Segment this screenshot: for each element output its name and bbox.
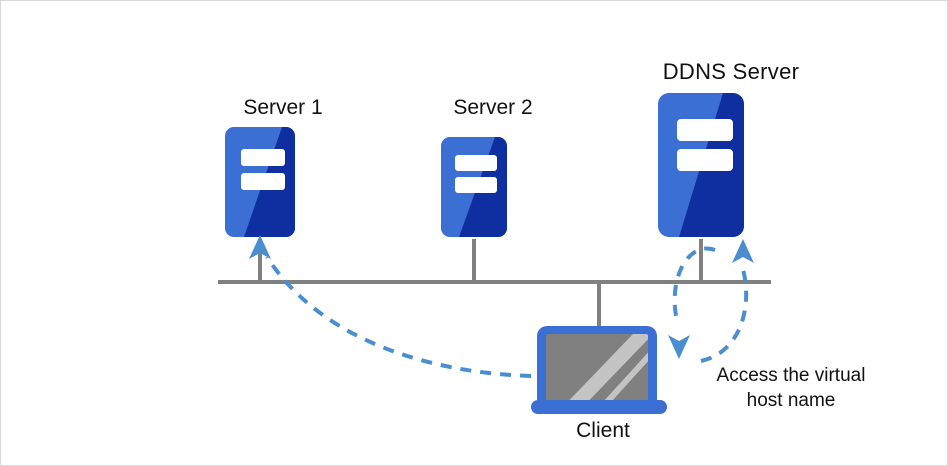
server-2-label: Server 2 [453, 96, 533, 119]
access-virtual-host-name-annotation: Access the virtual host name [716, 365, 866, 412]
arrow-client-to-ddns-up [700, 239, 754, 363]
client-laptop-icon [531, 326, 667, 414]
client-label: Client [576, 419, 630, 442]
arrow-ddns-to-client-down [668, 246, 716, 359]
ddns-server-label: DDNS Server [662, 59, 800, 84]
server-1-label: Server 1 [243, 96, 323, 119]
ddns-server-icon [658, 93, 744, 237]
server-2-icon [441, 137, 507, 237]
arrow-client-to-server-1 [249, 235, 532, 378]
server-1-icon [225, 127, 295, 237]
